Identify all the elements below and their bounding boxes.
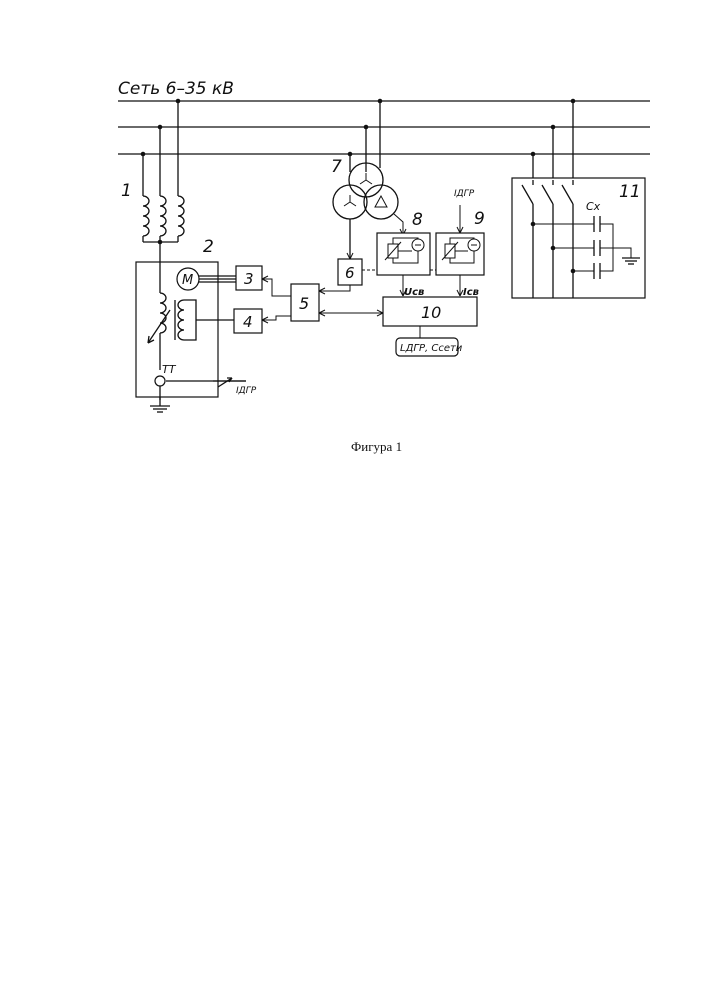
network-label: Сеть 6–35 кВ (118, 79, 234, 99)
i-dgr-label-top: IДГР (454, 189, 475, 199)
i-cv-label: Iсв (463, 287, 479, 298)
label-5: 5 (299, 294, 309, 313)
motor-label: M (182, 273, 193, 288)
current-transformer-label: TT (162, 363, 177, 376)
bus-connections (141, 99, 576, 196)
label-3: 3 (244, 270, 254, 288)
label-1: 1 (121, 181, 132, 201)
label-11: 11 (619, 182, 641, 202)
figure-caption: Фигура 1 (351, 439, 402, 454)
u-cv-label: Uсв (404, 287, 424, 298)
label-2: 2 (203, 237, 214, 257)
network-bus (118, 101, 650, 154)
label-7: 7 (331, 157, 342, 177)
i-dgr-label-left: IДГР (236, 386, 257, 396)
label-8: 8 (412, 210, 423, 230)
links-block-5 (262, 272, 383, 323)
output-label: LДГР, Cсети (400, 343, 463, 354)
grounding-transformer-1 (143, 196, 184, 262)
cx-label: Cx (586, 200, 601, 213)
label-10: 10 (421, 303, 441, 322)
label-6: 6 (345, 264, 355, 282)
label-4: 4 (243, 313, 253, 331)
label-9: 9 (474, 209, 485, 229)
